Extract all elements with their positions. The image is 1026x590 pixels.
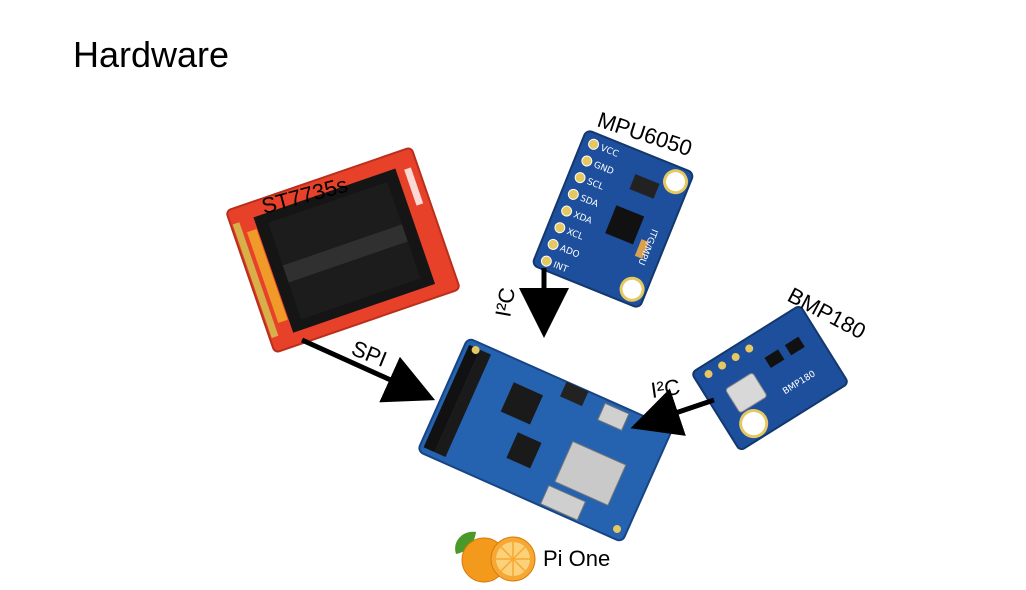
soc-chip: [500, 382, 543, 425]
display-header-pins: [232, 222, 279, 338]
hdmi-port: [597, 402, 630, 431]
ethernet-port: [554, 440, 627, 506]
bmp180-module: BMP180: [692, 305, 848, 451]
st7735s-display: [226, 147, 460, 353]
bmp180-pin-holes: [704, 344, 754, 378]
mpu6050-pin-holes: [540, 138, 600, 267]
usb-port: [540, 484, 587, 521]
orange-fruit-icon: [455, 531, 536, 583]
spi-arrow: [300, 337, 436, 403]
pi-one-label: Pi One: [543, 546, 610, 571]
bmp180-sensor-chip: [725, 373, 767, 413]
slide-title: Hardware: [73, 34, 230, 75]
i2c-baro-arrow: [630, 388, 715, 436]
power-jack: [560, 381, 589, 407]
orange-pi-one-board: [418, 338, 672, 542]
mpu-chip: [605, 205, 645, 245]
i2c-baro-label: I²C: [649, 374, 682, 403]
spi-label: SPI: [348, 335, 390, 371]
i2c-imu-label: I²C: [490, 286, 520, 319]
gpio-header: [423, 344, 492, 457]
mpu6050-module: VCC GND SCL SDA XDA XCL ADO INT ITG/MPU: [532, 130, 694, 308]
ram-chip: [506, 432, 542, 469]
